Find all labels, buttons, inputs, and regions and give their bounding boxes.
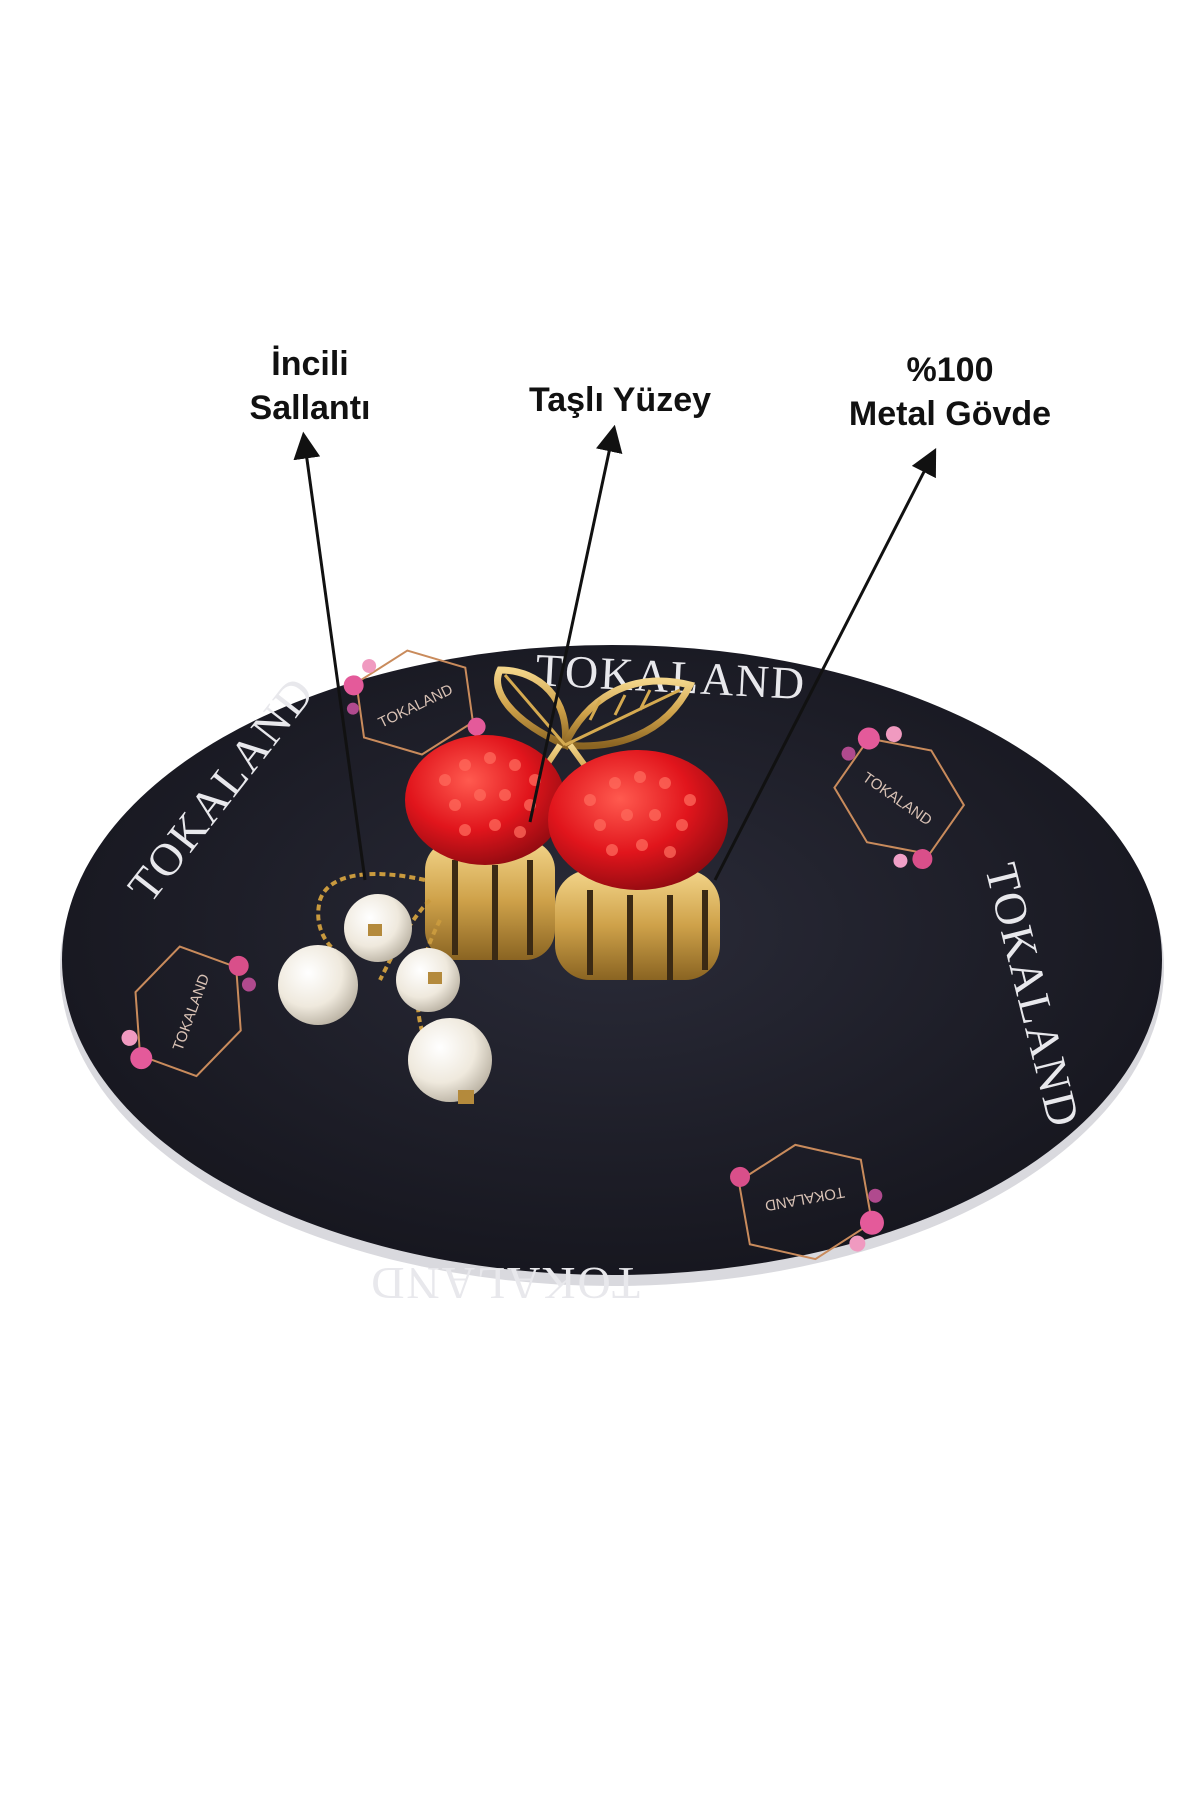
arrow-pearl xyxy=(293,431,367,881)
arrow-metal xyxy=(713,447,937,881)
red-stone-surface-left xyxy=(405,735,565,865)
brand-ring-text-bottom: TOKALAND xyxy=(369,1258,640,1309)
cherry-hair-clip xyxy=(278,666,728,1104)
callout-arrows xyxy=(293,424,937,881)
pearl-dangles xyxy=(278,894,492,1104)
callout-line: İncili xyxy=(271,345,349,383)
arrow-stone xyxy=(528,424,623,823)
callout-metal-body: %100 Metal Gövde xyxy=(800,348,1100,436)
callout-line: Sallantı xyxy=(249,389,371,427)
callout-pearl-dangle: İncili Sallantı xyxy=(210,342,410,430)
callout-line: %100 xyxy=(906,351,994,389)
red-stone-surface-right xyxy=(548,750,728,890)
callout-stone-surface: Taşlı Yüzey xyxy=(490,378,750,422)
pearl xyxy=(408,1018,492,1102)
callout-line: Metal Gövde xyxy=(848,395,1052,433)
gold-metal-body xyxy=(425,840,720,980)
pearl xyxy=(278,945,358,1025)
callout-line: Taşlı Yüzey xyxy=(528,381,712,419)
